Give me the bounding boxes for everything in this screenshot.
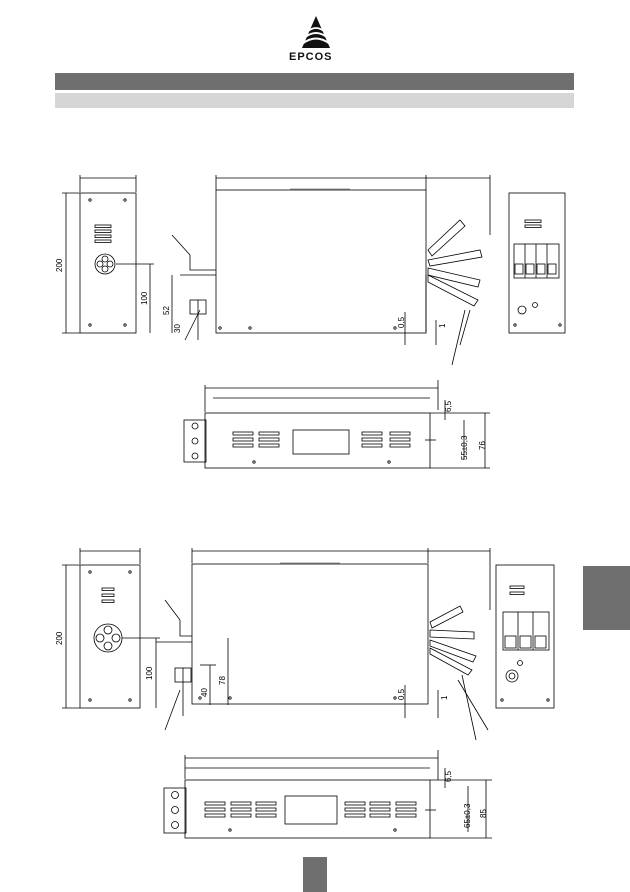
side-view-2 xyxy=(156,548,491,741)
dim-52-1: 52 xyxy=(162,306,171,315)
dim-05-2: 0,5 xyxy=(397,688,406,700)
dim-1-2: 1 xyxy=(440,695,449,700)
back-view-1 xyxy=(508,192,566,334)
side-view-1 xyxy=(171,175,491,366)
dim-40-2: 40 xyxy=(200,688,209,697)
technical-drawing-2: 200 100 78 40 0,5 1 xyxy=(55,548,555,839)
dim-200-2: 200 xyxy=(55,631,64,645)
epcos-triangle-icon xyxy=(301,16,331,48)
dim-100-1: 100 xyxy=(140,291,149,305)
dim-05-1: 0,5 xyxy=(397,316,406,328)
dim-1-1: 1 xyxy=(438,323,447,328)
header-bar xyxy=(55,73,574,90)
dim-65-1: 6,5 xyxy=(444,400,453,412)
dim-pitch-1: 55±0,3 xyxy=(460,435,469,460)
side-tab xyxy=(583,566,630,630)
epcos-logo: EPCOS xyxy=(288,14,344,64)
front-view-2 xyxy=(62,548,160,709)
dim-85-2: 85 xyxy=(479,809,488,818)
front-view-1 xyxy=(62,175,154,334)
technical-drawing-1: 200 100 52 30 0,5 1 xyxy=(55,175,566,469)
dim-100-2: 100 xyxy=(145,666,154,680)
dim-78-2: 78 xyxy=(218,676,227,685)
dim-76-1: 76 xyxy=(478,441,487,450)
dim-30-1: 30 xyxy=(173,324,182,333)
dim-pitch-2: 65±0,3 xyxy=(463,803,472,828)
sub-header-bar xyxy=(55,93,574,108)
logo-text: EPCOS xyxy=(289,51,333,63)
dim-65-2: 6,5 xyxy=(444,770,453,782)
top-view-1 xyxy=(183,380,490,469)
back-view-2 xyxy=(495,564,555,709)
dim-200-1: 200 xyxy=(55,258,64,272)
page-marker xyxy=(303,857,327,892)
top-view-2 xyxy=(163,750,492,839)
